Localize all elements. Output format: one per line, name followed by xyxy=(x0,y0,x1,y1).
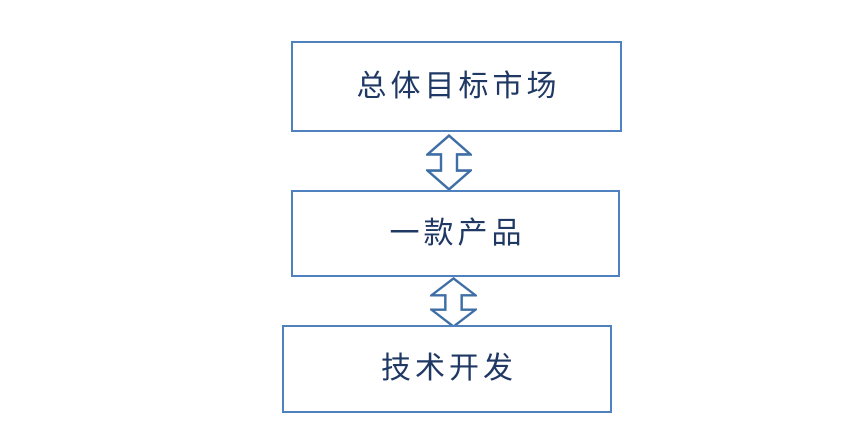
up-down-arrow-icon xyxy=(430,277,477,328)
box-a-product: 一款产品 xyxy=(291,190,620,277)
box-overall-target-market: 总体目标市场 xyxy=(291,41,622,132)
up-down-arrow-icon xyxy=(426,134,472,191)
box-label: 总体目标市场 xyxy=(356,69,561,103)
box-technology-development: 技术开发 xyxy=(282,325,612,413)
box-label: 一款产品 xyxy=(389,216,526,250)
box-label: 技术开发 xyxy=(381,352,517,385)
